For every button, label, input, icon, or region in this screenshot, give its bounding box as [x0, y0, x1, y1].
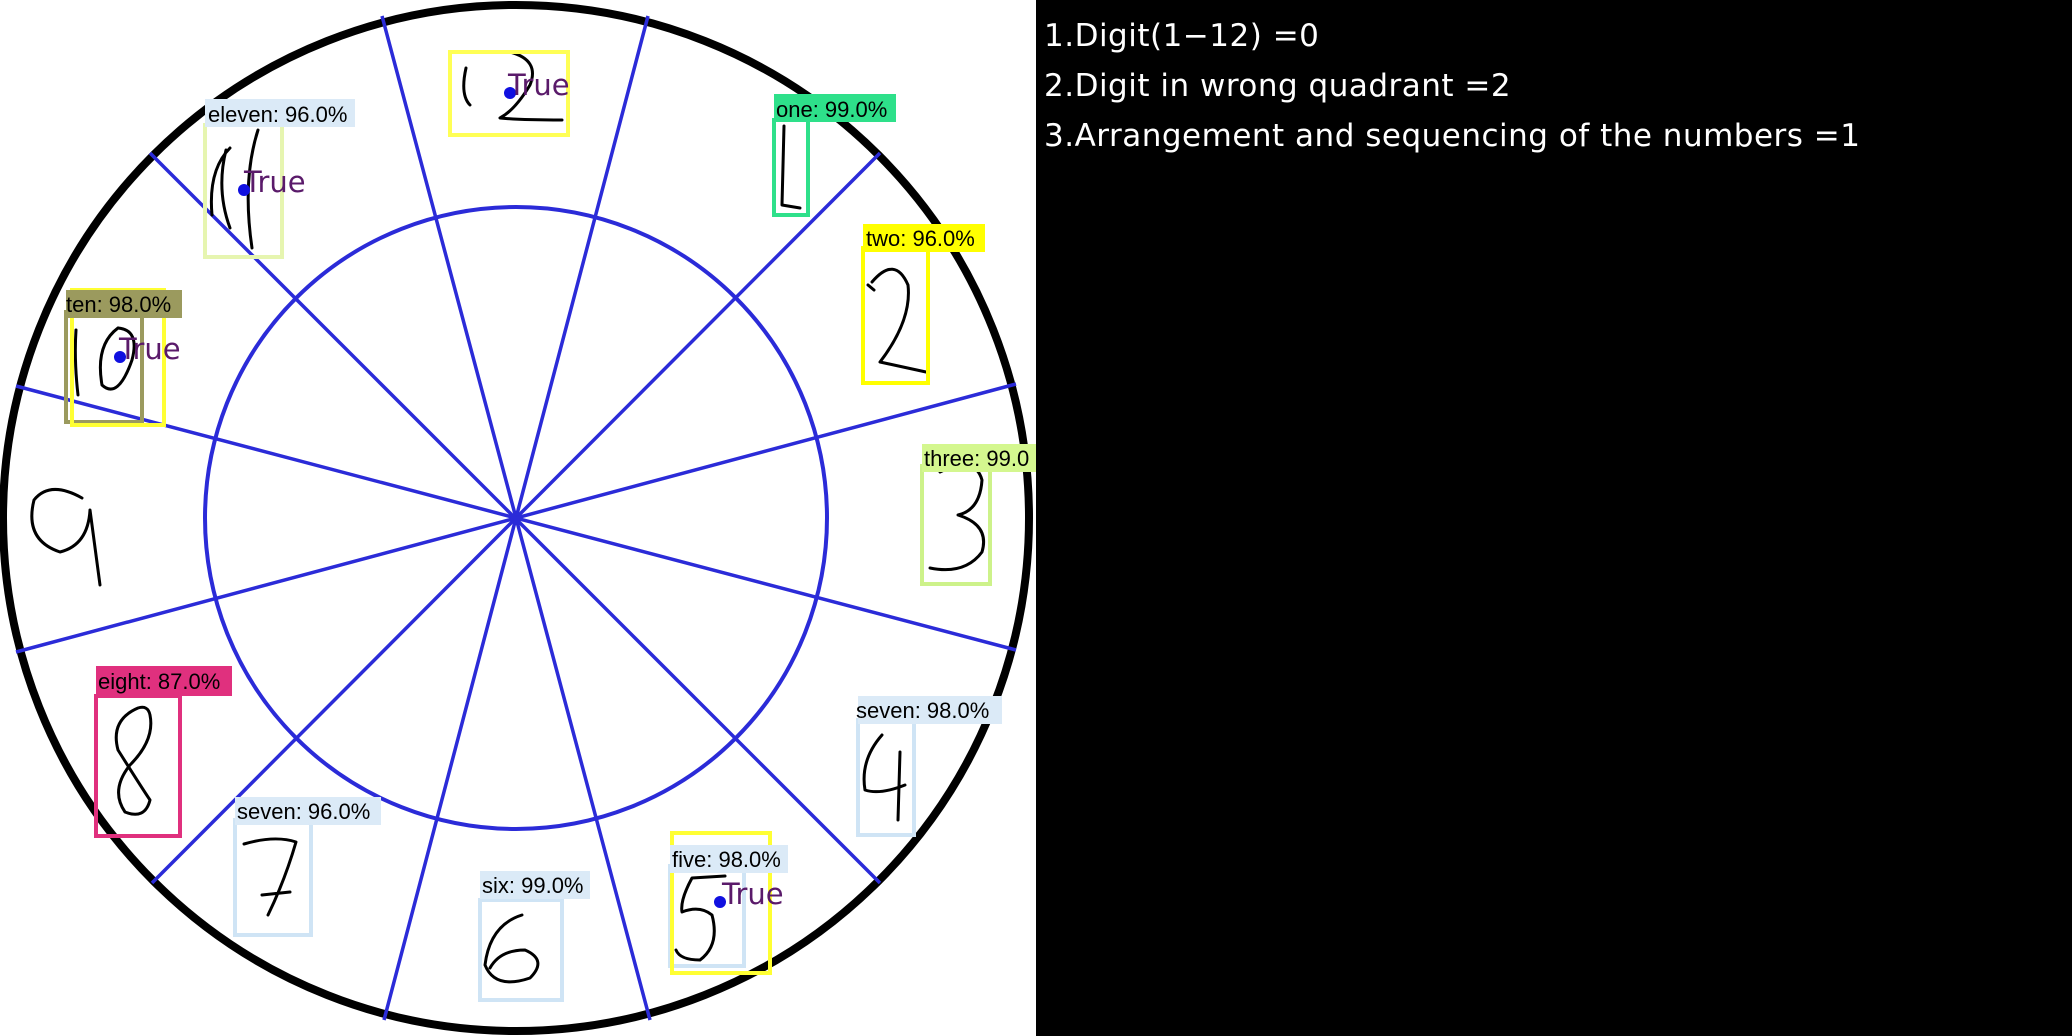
label-seven-96: seven: 96.0%: [237, 799, 370, 824]
digit-2-strokes: [866, 267, 928, 374]
score-panel: 1.Digit(1−12) =0 2.Digit in wrong quadra…: [1036, 0, 2072, 1036]
clock-drawing-panel: eleven: 96.0% one: 99.0% two: 96.0% ten:…: [0, 0, 1036, 1036]
label-background: [96, 666, 232, 696]
label-six: six: 99.0%: [482, 873, 584, 898]
digit-7-strokes: [242, 837, 298, 917]
handwritten-digits: [30, 50, 985, 984]
digit-9-strokes: [30, 488, 102, 587]
score-line-wrong-quadrant: 2.Digit in wrong quadrant =2: [1044, 68, 1512, 104]
dot-five: [714, 896, 726, 908]
label-background: [858, 696, 1002, 724]
true-label-twelve: True: [507, 68, 570, 102]
label-eight: eight: 87.0%: [98, 669, 220, 694]
digit-8-strokes: [114, 705, 153, 816]
dot-twelve: [504, 87, 516, 99]
dot-eleven: [238, 184, 250, 196]
label-background: [922, 444, 1036, 472]
digit-11-strokes: [209, 128, 260, 250]
detection-label-backgrounds: [66, 94, 1036, 899]
label-background: [863, 224, 985, 252]
box-three: [920, 464, 992, 586]
box-seven: [233, 818, 313, 937]
clock-drawing: eleven: 96.0% one: 99.0% two: 96.0% ten:…: [0, 1, 1036, 1035]
true-label-five: True: [721, 877, 784, 911]
digit-5-strokes: [674, 874, 727, 962]
digit-12-strokes: [462, 50, 564, 122]
digit-10-strokes: [73, 326, 136, 397]
center-dots: [114, 87, 726, 908]
true-labels: True True True True: [118, 68, 784, 911]
score-line-arrangement: 3.Arrangement and sequencing of the numb…: [1044, 118, 1861, 154]
label-eleven: eleven: 96.0%: [208, 102, 347, 127]
guide-line-4-10: [148, 151, 882, 885]
label-background: [235, 797, 381, 825]
label-background: [66, 290, 182, 318]
box-twelve: [448, 50, 570, 137]
inner-guide-circle: [203, 205, 829, 831]
label-three: three: 99.0: [924, 446, 1029, 471]
label-two: two: 96.0%: [866, 226, 975, 251]
dot-ten: [114, 351, 126, 363]
digit-4-strokes: [862, 733, 907, 822]
box-four: [856, 718, 916, 837]
digit-1-strokes: [780, 124, 802, 210]
label-background: [480, 871, 590, 899]
box-six: [478, 898, 564, 1002]
clock-outline: [0, 1, 1033, 1035]
label-ten: ten: 98.0%: [66, 292, 171, 317]
label-one: one: 99.0%: [776, 97, 887, 122]
radial-guide-lines: [15, 15, 1017, 1021]
label-background: [774, 94, 896, 122]
score-line-digits: 1.Digit(1−12) =0: [1044, 18, 1320, 54]
digit-3-strokes: [928, 463, 985, 572]
label-background: [670, 845, 788, 873]
true-label-eleven: True: [243, 165, 306, 199]
label-background: [205, 99, 355, 127]
box-one: [772, 118, 810, 217]
box-two: [861, 246, 930, 385]
label-seven-98: seven: 98.0%: [856, 698, 989, 723]
true-label-ten: True: [118, 332, 181, 366]
box-five: [670, 831, 772, 975]
detection-labels: eleven: 96.0% one: 99.0% two: 96.0% ten:…: [66, 97, 1029, 898]
label-five: five: 98.0%: [672, 847, 781, 872]
digit-6-strokes: [483, 913, 540, 984]
